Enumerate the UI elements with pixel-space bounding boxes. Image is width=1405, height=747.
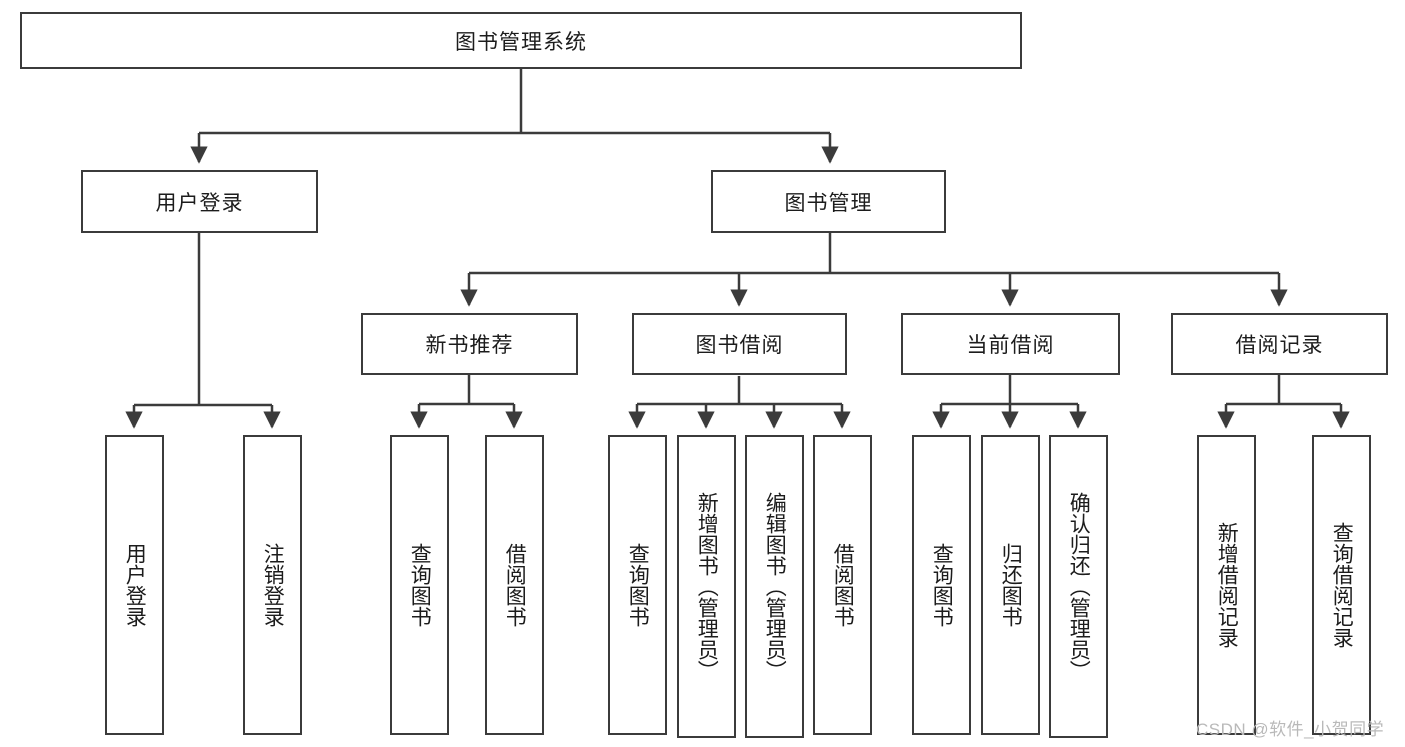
node-leaf-query-book-cur[interactable]: 查询图书 [912, 435, 971, 735]
node-leaf-return-book-label: 归还图书 [999, 543, 1023, 627]
node-user-login[interactable]: 用户登录 [81, 170, 318, 233]
node-leaf-query-borrow-record[interactable]: 查询借阅记录 [1312, 435, 1371, 735]
node-leaf-logout-login[interactable]: 注销登录 [243, 435, 302, 735]
node-borrow-record-label: 借阅记录 [1235, 334, 1324, 357]
node-leaf-confirm-return-admin[interactable]: 确认归还（管理员） [1049, 435, 1108, 738]
node-new-book-recommend-label: 新书推荐 [425, 334, 514, 357]
csdn-watermark: CSDN @软件_小贺同学 [1196, 720, 1385, 739]
node-root-label: 图书管理系统 [455, 30, 587, 54]
node-leaf-user-login[interactable]: 用户登录 [105, 435, 164, 735]
node-leaf-borrow-book[interactable]: 借阅图书 [813, 435, 872, 735]
node-leaf-borrow-book-rec[interactable]: 借阅图书 [485, 435, 544, 735]
node-leaf-query-book-rec-label: 查询图书 [408, 543, 432, 627]
node-book-manage-label: 图书管理 [784, 191, 873, 215]
node-leaf-borrow-book-label: 借阅图书 [831, 543, 855, 627]
node-leaf-return-book[interactable]: 归还图书 [981, 435, 1040, 735]
node-new-book-recommend[interactable]: 新书推荐 [361, 313, 578, 375]
node-leaf-borrow-book-rec-label: 借阅图书 [503, 543, 527, 627]
node-leaf-logout-login-label: 注销登录 [261, 543, 285, 627]
node-leaf-confirm-return-admin-label: 确认归还（管理员） [1067, 492, 1091, 681]
node-root[interactable]: 图书管理系统 [20, 12, 1022, 69]
node-leaf-add-borrow-record-label: 新增借阅记录 [1215, 522, 1239, 648]
node-leaf-query-book-borrow[interactable]: 查询图书 [608, 435, 667, 735]
node-leaf-add-book-admin[interactable]: 新增图书（管理员） [677, 435, 736, 738]
node-leaf-edit-book-admin-label: 编辑图书（管理员） [763, 492, 787, 681]
node-leaf-query-borrow-record-label: 查询借阅记录 [1330, 522, 1354, 648]
node-current-borrow-label: 当前借阅 [966, 334, 1055, 357]
node-leaf-add-borrow-record[interactable]: 新增借阅记录 [1197, 435, 1256, 735]
node-leaf-edit-book-admin[interactable]: 编辑图书（管理员） [745, 435, 804, 738]
node-leaf-user-login-label: 用户登录 [123, 543, 147, 627]
node-current-borrow[interactable]: 当前借阅 [901, 313, 1120, 375]
node-leaf-query-book-cur-label: 查询图书 [930, 543, 954, 627]
node-book-borrow-label: 图书借阅 [695, 334, 784, 357]
node-book-borrow[interactable]: 图书借阅 [632, 313, 847, 375]
node-leaf-query-book-rec[interactable]: 查询图书 [390, 435, 449, 735]
node-leaf-query-book-borrow-label: 查询图书 [626, 543, 650, 627]
node-leaf-add-book-admin-label: 新增图书（管理员） [695, 492, 719, 681]
node-borrow-record[interactable]: 借阅记录 [1171, 313, 1388, 375]
node-book-manage[interactable]: 图书管理 [711, 170, 946, 233]
node-user-login-label: 用户登录 [155, 191, 244, 215]
